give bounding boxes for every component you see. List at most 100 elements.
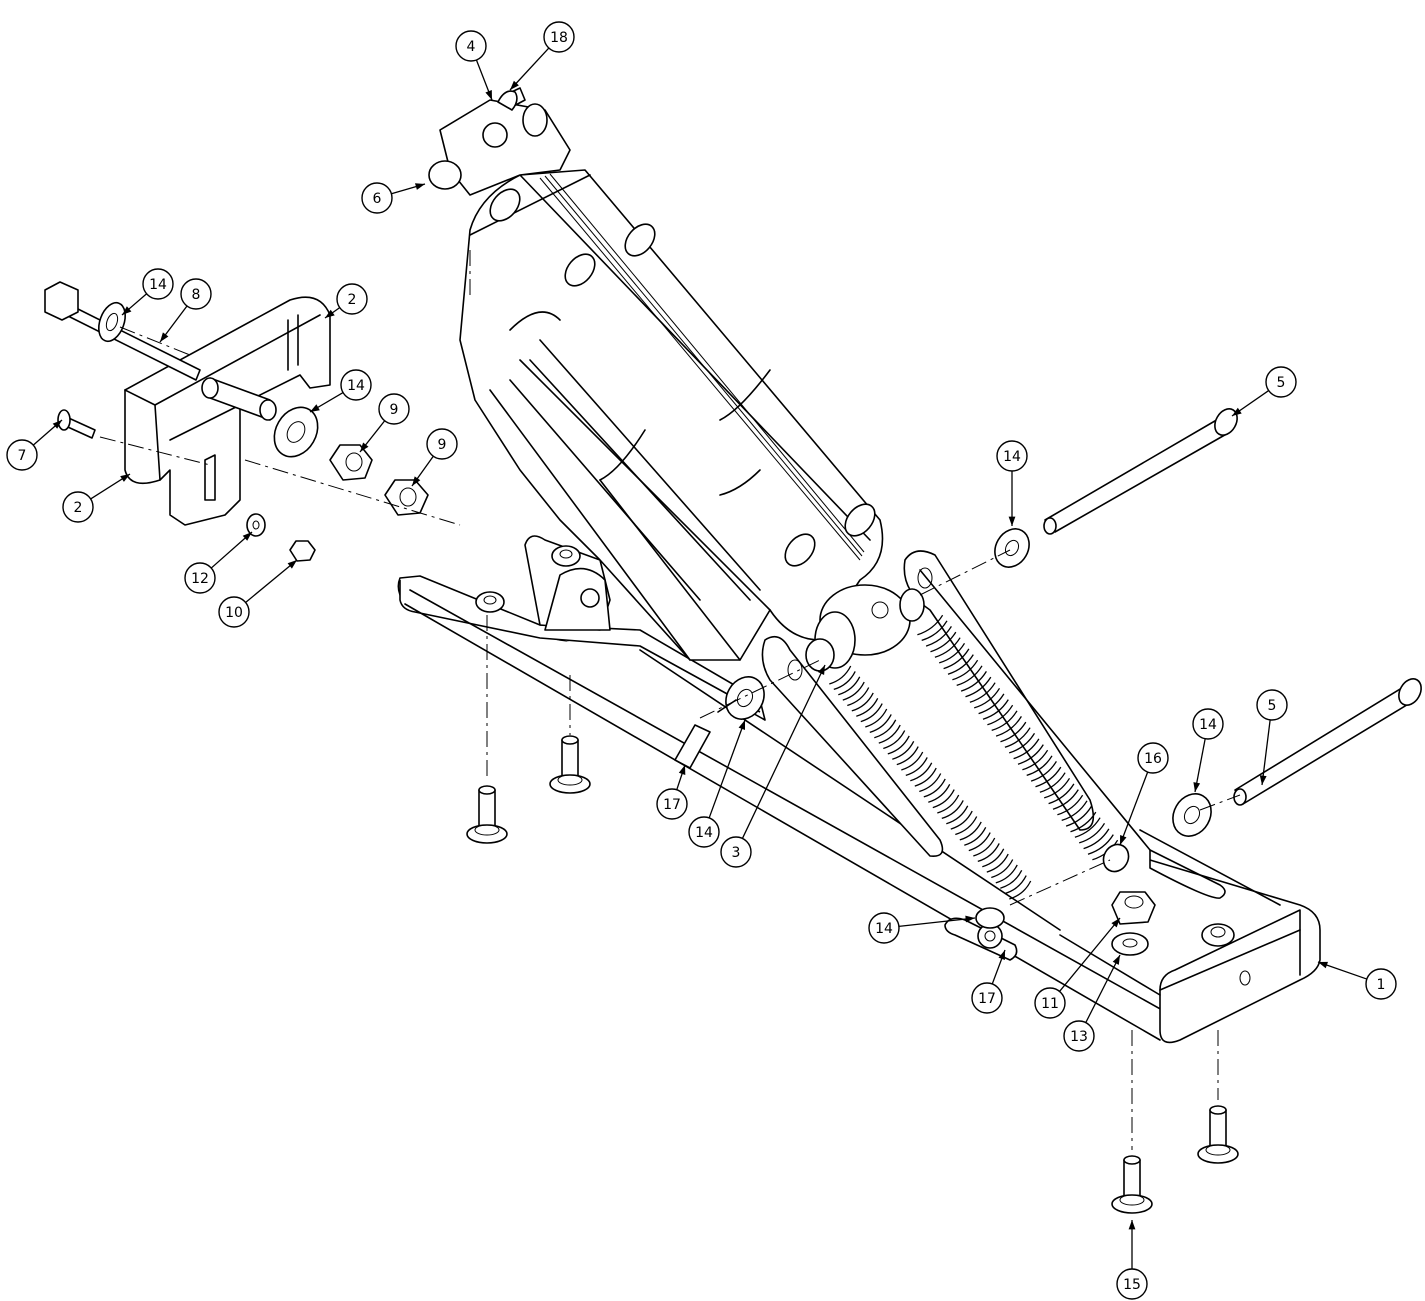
callout-bubble [1192, 708, 1224, 740]
callout-bubble [6, 439, 38, 471]
callout-bubble [688, 816, 720, 848]
callout-14: 14 [121, 268, 174, 316]
foot-bolt [1197, 1105, 1239, 1164]
callout-label: 14 [347, 378, 365, 394]
callout-label: 14 [875, 921, 893, 937]
callout-arrowhead [242, 532, 252, 541]
callout-label: 3 [732, 845, 741, 861]
callout-bubble [868, 912, 900, 944]
actuator-body [428, 87, 925, 672]
callout-label: 8 [192, 287, 201, 303]
callout-5: 5 [1256, 689, 1288, 786]
callout-arrowhead [1111, 918, 1120, 928]
callout-bubble [455, 30, 487, 62]
callout-4: 4 [455, 30, 493, 101]
callout-3: 3 [720, 664, 826, 868]
callout-18: 18 [509, 21, 575, 91]
callout-label: 14 [1199, 717, 1217, 733]
callout-label: 16 [1144, 751, 1162, 767]
callout-bubble [180, 278, 212, 310]
callout-bubble [543, 21, 575, 53]
callout-label: 14 [149, 277, 167, 293]
callout-bubble [184, 562, 216, 594]
hardware [44, 90, 1422, 1214]
callout-leader [509, 47, 550, 91]
callout-bubble [340, 369, 372, 401]
callout-label: 9 [390, 402, 399, 418]
foot-bolt [466, 785, 508, 844]
callout-bubble [656, 788, 688, 820]
callout-label: 1 [1377, 977, 1386, 993]
callout-16: 16 [1119, 742, 1169, 846]
callout-bubble [361, 182, 393, 214]
callout-label: 10 [225, 605, 243, 621]
callout-label: 14 [1003, 449, 1021, 465]
callout-bubble [1265, 366, 1297, 398]
callout-bubble [1137, 742, 1169, 774]
callout-arrowhead [325, 309, 335, 318]
callout-bubble [62, 491, 94, 523]
callout-label: 18 [550, 30, 568, 46]
callout-arrowhead [1232, 407, 1242, 416]
callout-bubble [971, 982, 1003, 1014]
callout-7: 7 [6, 419, 63, 471]
callout-arrowhead [678, 765, 686, 775]
callout-bubble [142, 268, 174, 300]
callout-arrowhead [310, 404, 320, 412]
callout-arrowhead [1008, 516, 1016, 526]
callout-label: 9 [438, 437, 447, 453]
foot-bolt [549, 735, 591, 794]
callout-14: 14 [1192, 708, 1224, 793]
callout-arrowhead [52, 420, 62, 429]
callout-6: 6 [361, 182, 426, 214]
callout-label: 6 [373, 191, 382, 207]
callout-9: 9 [359, 393, 410, 453]
callout-leader [245, 559, 298, 603]
callout-arrowhead [510, 80, 519, 90]
callout-arrowhead [412, 476, 421, 486]
callout-arrowhead [965, 915, 975, 923]
callout-arrowhead [1120, 835, 1127, 845]
callout-9: 9 [411, 428, 458, 487]
callout-14: 14 [309, 369, 372, 413]
callout-bubble [1034, 987, 1066, 1019]
callout-leader [898, 917, 976, 928]
callout-bubble [1256, 689, 1288, 721]
callout-1: 1 [1317, 961, 1397, 1000]
callout-2: 2 [62, 473, 131, 523]
callout-14: 14 [868, 912, 976, 944]
callout-13: 13 [1063, 954, 1121, 1052]
callout-bubble [1063, 1020, 1095, 1052]
callout-label: 17 [978, 991, 996, 1007]
callout-label: 17 [663, 797, 681, 813]
mounting-bracket [124, 296, 331, 526]
callout-arrowhead [817, 665, 825, 675]
callout-bubble [378, 393, 410, 425]
callout-17: 17 [656, 764, 688, 820]
callout-arrowhead [1112, 955, 1120, 965]
callout-15: 15 [1116, 1220, 1148, 1300]
callout-14: 14 [688, 719, 746, 848]
callout-12: 12 [184, 531, 253, 594]
callout-label: 13 [1070, 1029, 1088, 1045]
callout-arrowhead [122, 306, 132, 315]
callout-arrowhead [415, 183, 425, 190]
callout-leader [1059, 917, 1121, 992]
callout-arrowhead [1193, 782, 1201, 792]
callout-leader [1119, 771, 1149, 846]
callout-bubble [426, 428, 458, 460]
foot-bolt [1111, 1155, 1153, 1214]
callout-arrowhead [1259, 775, 1267, 785]
callout-2: 2 [324, 283, 368, 319]
callout-leader [708, 719, 746, 819]
callout-label: 14 [695, 825, 713, 841]
callout-5: 5 [1231, 366, 1297, 417]
callout-label: 12 [191, 571, 209, 587]
callout-arrowhead [738, 720, 745, 730]
callout-17: 17 [971, 949, 1006, 1014]
callout-arrowhead [1128, 1220, 1136, 1230]
callout-bubble [720, 836, 752, 868]
callout-bubble [1116, 1268, 1148, 1300]
callout-label: 11 [1041, 996, 1059, 1012]
